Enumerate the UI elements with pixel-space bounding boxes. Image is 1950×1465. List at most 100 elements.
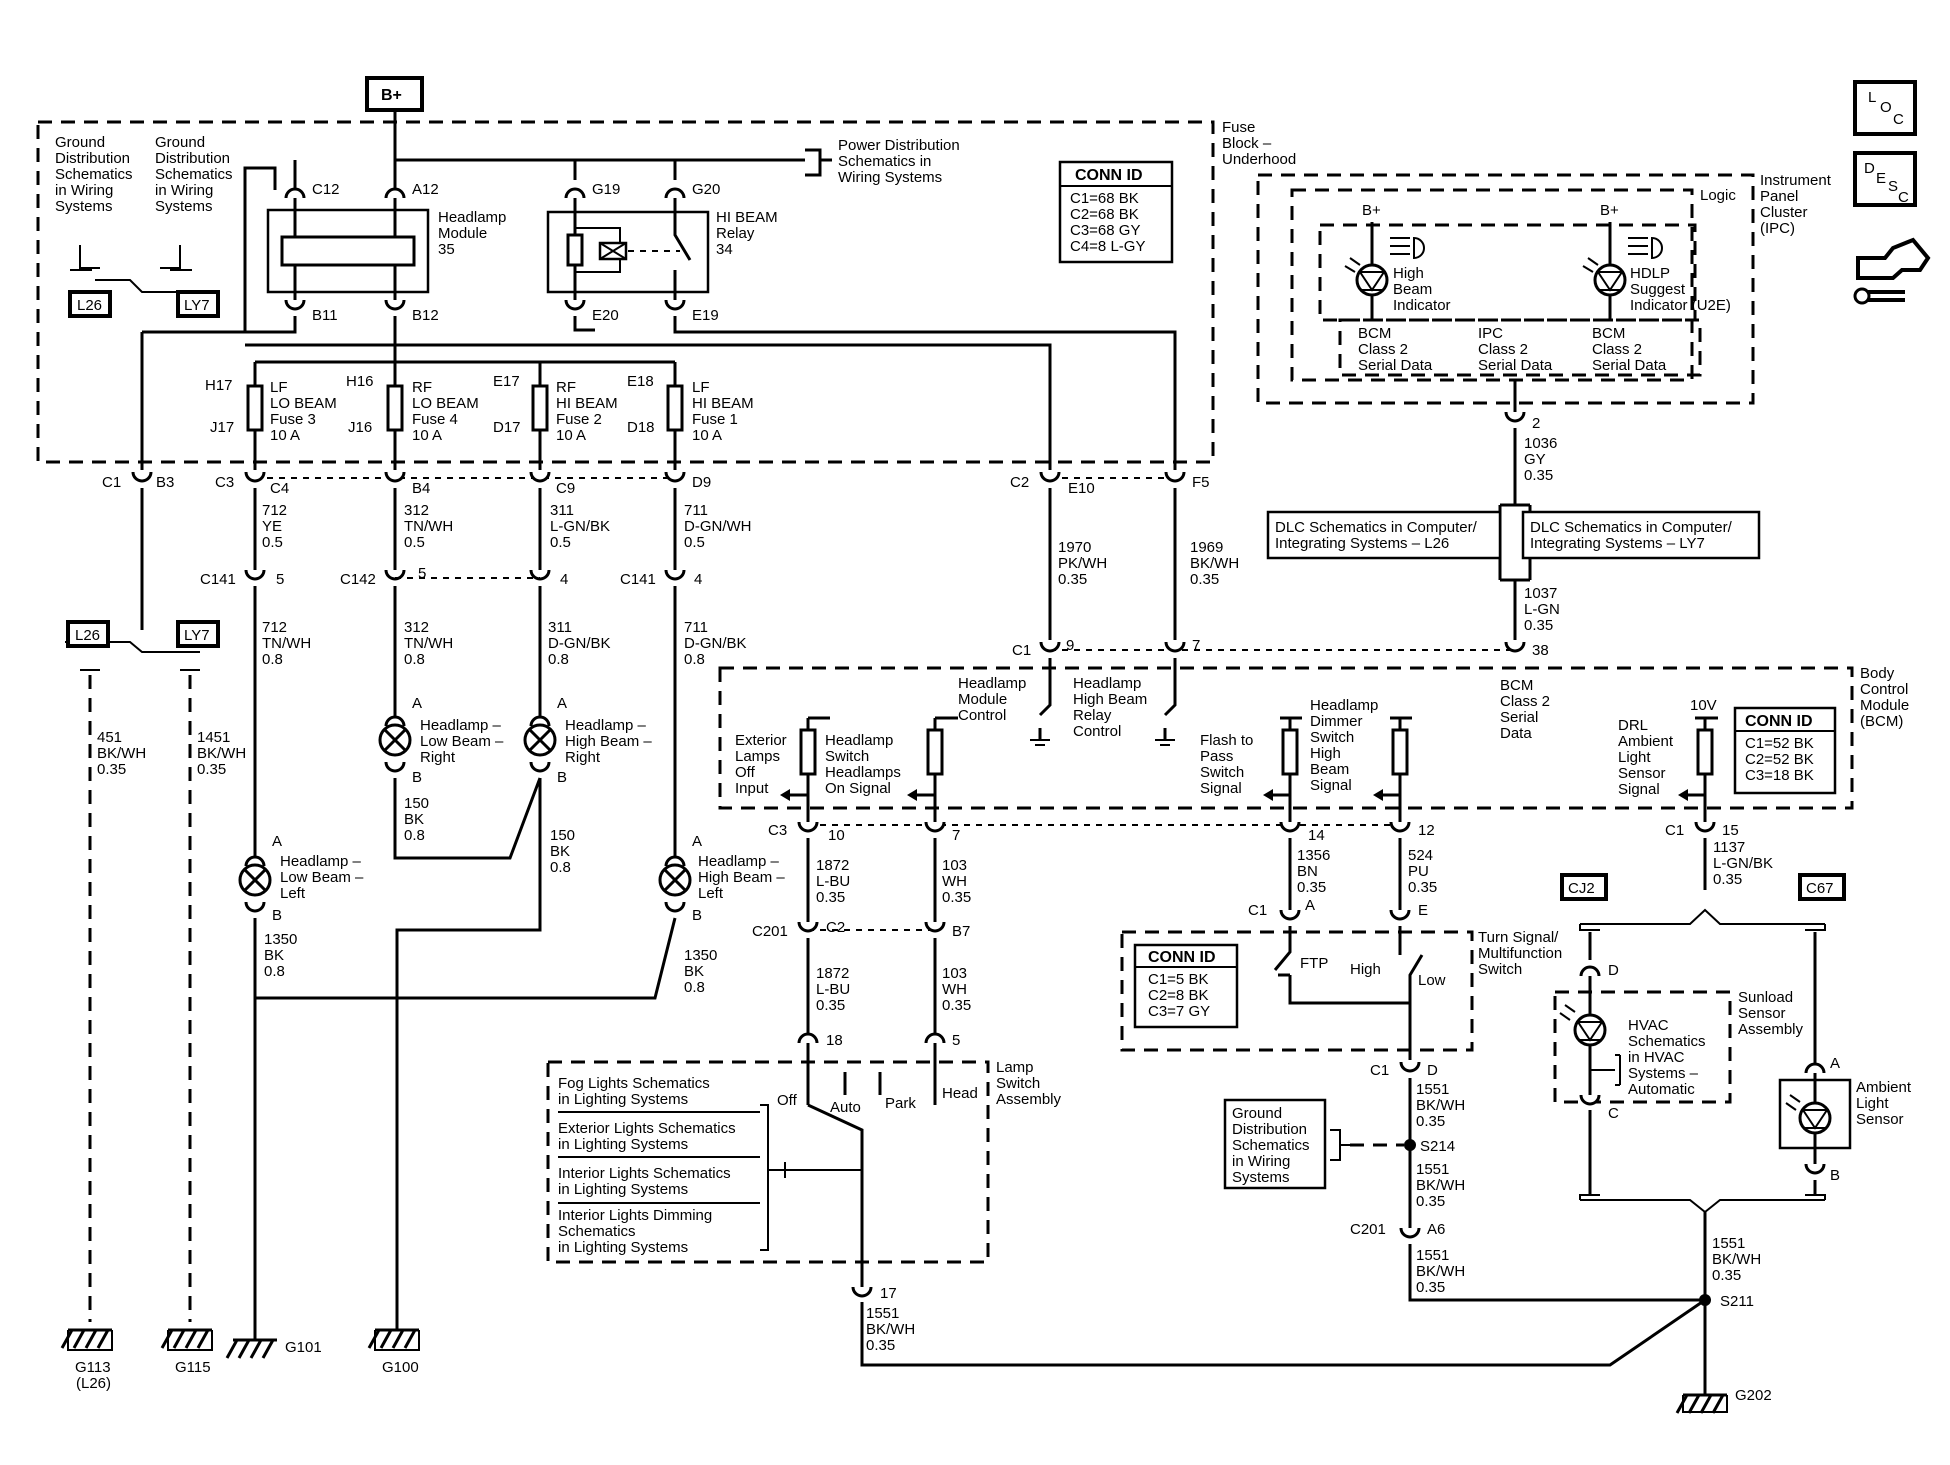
pin-b12: B12 — [412, 307, 439, 324]
headlamp-high-beam-right — [523, 723, 557, 757]
svg-text:LF: LF — [692, 379, 710, 396]
svg-text:C3=18 BK: C3=18 BK — [1745, 767, 1814, 784]
svg-text:712: 712 — [262, 619, 287, 636]
svg-text:1969: 1969 — [1190, 539, 1223, 556]
svg-text:C: C — [1893, 111, 1904, 128]
svg-text:Class 2: Class 2 — [1500, 693, 1550, 710]
svg-text:Class 2: Class 2 — [1592, 341, 1642, 358]
svg-text:Integrating Systems – LY7: Integrating Systems – LY7 — [1530, 535, 1705, 552]
svg-text:Signal: Signal — [1200, 780, 1242, 797]
svg-text:S211: S211 — [1720, 1293, 1754, 1310]
svg-text:B: B — [557, 769, 567, 786]
conn-f5: F5 — [1192, 474, 1210, 491]
svg-text:L-GN/BK: L-GN/BK — [550, 518, 610, 535]
svg-text:C1: C1 — [1665, 822, 1684, 839]
switch-high: High — [1350, 961, 1381, 978]
svg-text:Serial Data: Serial Data — [1358, 357, 1433, 374]
svg-text:L26: L26 — [77, 297, 102, 314]
svg-text:C1: C1 — [1012, 642, 1031, 659]
svg-text:1551: 1551 — [866, 1305, 899, 1322]
hibeam-relay-34 — [546, 210, 710, 294]
svg-text:Headlamp: Headlamp — [825, 732, 893, 749]
svg-text:Panel: Panel — [1760, 188, 1798, 205]
svg-text:0.35: 0.35 — [1190, 571, 1219, 588]
svg-text:H17: H17 — [205, 377, 233, 394]
svg-text:Distribution: Distribution — [155, 150, 230, 167]
svg-text:1350: 1350 — [684, 947, 717, 964]
svg-text:BN: BN — [1297, 863, 1318, 880]
conn-c4: C4 — [270, 480, 289, 497]
label-low-beam-left: Headlamp –Low Beam –Left — [280, 853, 364, 902]
svg-text:D: D — [1864, 160, 1875, 177]
svg-text:Distribution: Distribution — [55, 150, 130, 167]
svg-text:Switch: Switch — [996, 1075, 1040, 1092]
conn-d9: D9 — [692, 474, 711, 491]
svg-text:C1=68 BK: C1=68 BK — [1070, 190, 1139, 207]
svg-text:BK: BK — [550, 843, 570, 860]
svg-text:HI BEAM: HI BEAM — [716, 209, 778, 226]
svg-text:Relay: Relay — [716, 225, 755, 242]
svg-text:10 A: 10 A — [692, 427, 722, 444]
svg-text:B: B — [692, 907, 702, 924]
svg-text:Logic: Logic — [1700, 187, 1736, 204]
svg-text:LF: LF — [270, 379, 288, 396]
svg-text:Pass: Pass — [1200, 748, 1233, 765]
svg-text:312: 312 — [404, 619, 429, 636]
svg-text:D-GN/BK: D-GN/BK — [684, 635, 747, 652]
tool-icon — [1853, 237, 1931, 305]
svg-text:Systems –: Systems – — [1628, 1065, 1699, 1082]
bcm-label: Body Control Module (BCM) — [1860, 665, 1909, 730]
conn-b3: B3 — [156, 474, 174, 491]
svg-text:712: 712 — [262, 502, 287, 519]
ground-g113: G113(L26) — [75, 1359, 111, 1392]
svg-text:Suggest: Suggest — [1630, 281, 1686, 298]
svg-text:0.5: 0.5 — [262, 534, 283, 551]
svg-text:103: 103 — [942, 857, 967, 874]
svg-text:Schematics: Schematics — [1232, 1137, 1310, 1154]
svg-text:Fuse 1: Fuse 1 — [692, 411, 738, 428]
fuse-lf-lo-beam: H17 J17 LF LO BEAM Fuse 3 10 A — [205, 377, 337, 444]
svg-text:C2=68 BK: C2=68 BK — [1070, 206, 1139, 223]
svg-text:17: 17 — [880, 1285, 897, 1302]
svg-text:10V: 10V — [1690, 697, 1717, 714]
label-low-beam-right: Headlamp –Low Beam –Right — [420, 717, 504, 766]
loc-icon: L O C — [1853, 80, 1917, 136]
svg-text:TN/WH: TN/WH — [404, 635, 453, 652]
svg-text:Ground: Ground — [55, 134, 105, 151]
option-ly7-top — [176, 290, 220, 318]
splice-s214 — [1404, 1139, 1416, 1151]
svg-text:in Lighting Systems: in Lighting Systems — [558, 1091, 688, 1108]
svg-text:A: A — [692, 833, 702, 850]
svg-text:S: S — [1888, 178, 1898, 195]
svg-text:G113: G113 — [75, 1359, 111, 1376]
svg-text:L-GN/BK: L-GN/BK — [1713, 855, 1773, 872]
switch-pos-auto: Auto — [830, 1099, 861, 1116]
turn-signal-switch-boundary — [1120, 930, 1474, 1052]
pin-e20: E20 — [592, 307, 619, 324]
svg-text:Schematics: Schematics — [558, 1223, 636, 1240]
conn-e10: E10 — [1068, 480, 1095, 497]
svg-text:D: D — [1427, 1062, 1438, 1079]
svg-text:L-BU: L-BU — [816, 873, 850, 890]
svg-text:(IPC): (IPC) — [1760, 220, 1795, 237]
svg-text:Assembly: Assembly — [1738, 1021, 1804, 1038]
svg-text:150: 150 — [550, 827, 575, 844]
svg-text:0.8: 0.8 — [404, 827, 425, 844]
svg-text:High: High — [1393, 265, 1424, 282]
pin-g20: G20 — [692, 181, 720, 198]
svg-text:34: 34 — [716, 241, 733, 258]
